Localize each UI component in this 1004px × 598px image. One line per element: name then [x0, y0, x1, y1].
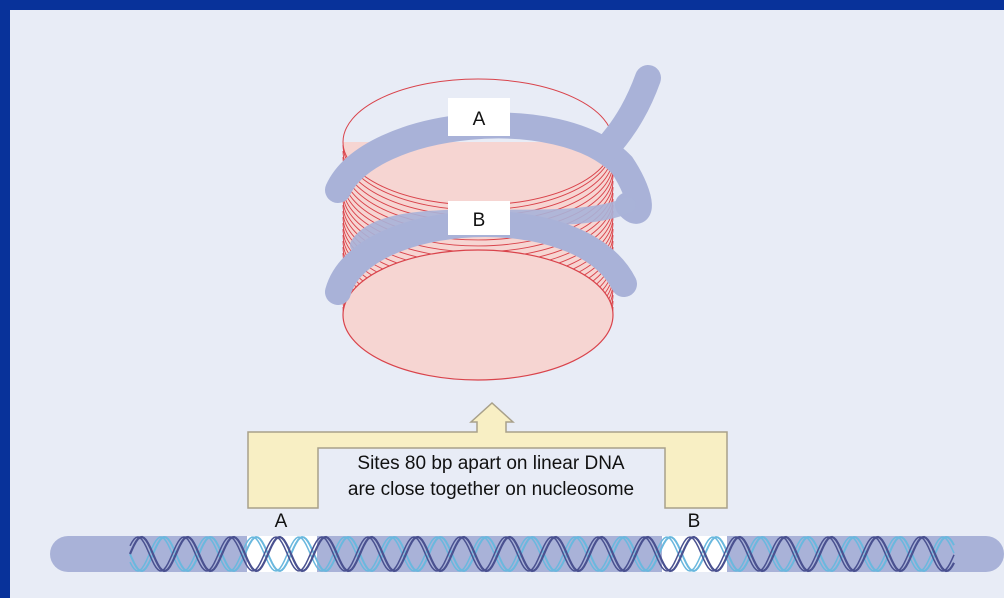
caption-line-1: Sites 80 bp apart on linear DNA [357, 453, 625, 474]
wrapped-dna-exit [605, 78, 648, 150]
linear-site-a-label: A [275, 511, 288, 532]
site-a-label: A [473, 109, 486, 130]
caption-line-2: are close together on nucleosome [348, 479, 634, 500]
double-helix-illustration [50, 536, 1004, 572]
nucleosome-site-b: B [448, 201, 510, 235]
histone-core-bottom-face [343, 250, 613, 380]
linear-site-b-label: B [688, 511, 701, 532]
site-b-label: B [473, 210, 486, 231]
nucleosome-site-a: A [448, 98, 510, 136]
